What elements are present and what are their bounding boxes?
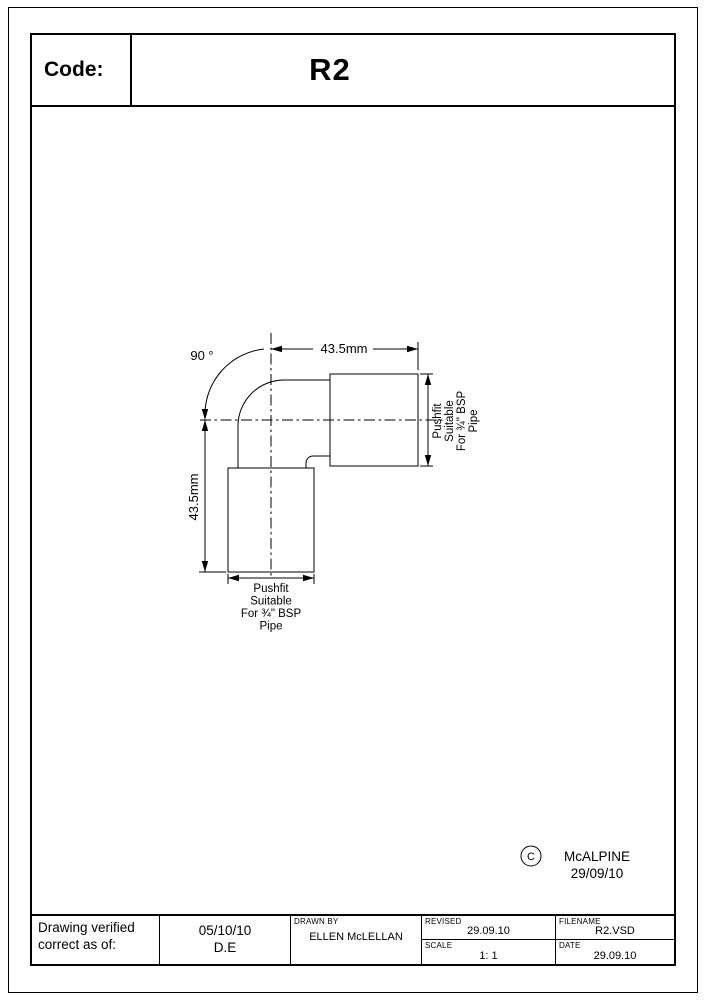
drawn-by-cell: DRAWN BY ELLEN McLELLAN [291,916,422,964]
revised-label: REVISED [425,917,462,926]
date-value: 29.09.10 [593,950,637,962]
revised-cell: REVISED 29.09.10 [422,916,555,940]
scale-label: SCALE [425,941,453,950]
verified-label-line2: correct as of: [38,937,117,953]
drawn-by-label: DRAWN BY [294,917,339,926]
filename-date-cell: FILENAME R2.VSD DATE 29.09.10 [556,916,674,964]
verified-date-cell: 05/10/10 D.E [160,916,291,964]
date-label: DATE [559,941,581,950]
sheet-outer-border [8,7,698,993]
filename-cell: FILENAME R2.VSD [556,916,674,940]
verified-cell: Drawing verified correct as of: [32,916,160,964]
verified-initials: D.E [213,940,237,955]
sheet-frame: Code: R2 Drawing verified correct as of:… [30,33,676,966]
filename-value: R2.VSD [595,925,635,937]
verified-date: 05/10/10 [198,923,252,939]
code-value-cell: R2 [132,35,674,105]
date-cell: DATE 29.09.10 [556,940,674,964]
filename-label: FILENAME [559,917,601,926]
scale-cell: SCALE 1: 1 [422,940,555,964]
drawn-by-value: ELLEN McLELLAN [309,931,403,943]
code-value: R2 [309,52,351,87]
revised-scale-cell: REVISED 29.09.10 SCALE 1: 1 [422,916,556,964]
title-block: Code: R2 [32,35,674,107]
scale-value: 1: 1 [479,950,498,962]
verified-label-line1: Drawing verified [38,920,135,935]
title-block-footer: Drawing verified correct as of: 05/10/10… [32,914,674,964]
code-label-cell: Code: [32,35,132,105]
code-label: Code: [44,58,104,81]
revised-value: 29.09.10 [467,925,510,937]
